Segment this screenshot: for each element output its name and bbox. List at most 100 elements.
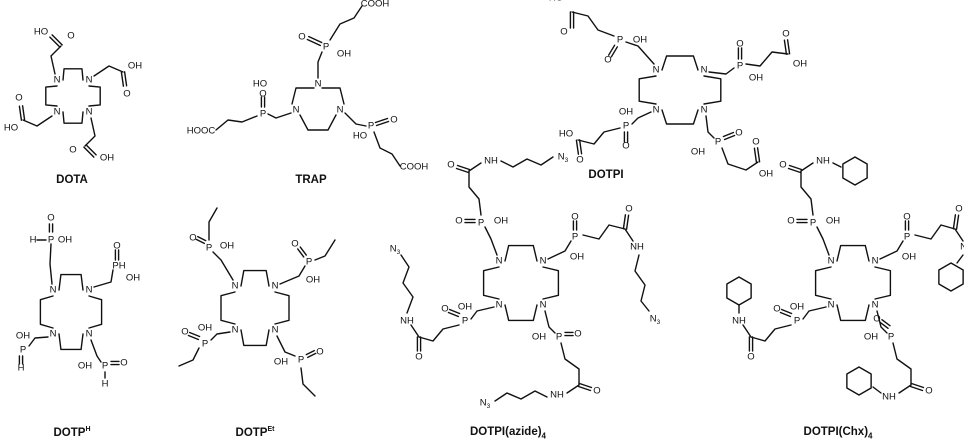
double-bond	[779, 311, 792, 318]
phosphorus-atom: P	[48, 235, 54, 246]
double-bond	[297, 248, 305, 258]
atom-label: O	[113, 241, 120, 252]
atom-label: O	[455, 216, 462, 227]
atom-label: OH	[274, 357, 288, 368]
structure-dotpi-chx: NNNNPOHOONHPOOHONHPOHOONHPOHOONH	[726, 156, 964, 403]
ring-bond	[661, 109, 699, 125]
bond	[892, 342, 912, 386]
phosphorus-atom: P	[623, 121, 629, 132]
double-bond	[456, 164, 471, 171]
bond	[625, 41, 655, 65]
nitrogen-atom: N	[86, 285, 93, 296]
atom-label: O	[571, 212, 578, 223]
bond	[314, 239, 336, 261]
bond	[22, 115, 53, 127]
bond	[279, 265, 306, 285]
atom-label: O	[67, 31, 74, 42]
bond	[418, 324, 460, 342]
atom-label: OH	[494, 216, 508, 227]
bond	[178, 347, 200, 367]
phosphorus-atom: P	[206, 243, 212, 254]
phosphorus-atom: P	[572, 232, 578, 243]
atom-label: OH	[619, 107, 633, 118]
atom-label: O	[735, 128, 742, 139]
bond	[468, 162, 482, 172]
atom-label: O	[123, 89, 130, 100]
atom-label: O	[576, 155, 583, 166]
bond	[634, 254, 650, 312]
ring-bond	[39, 295, 54, 329]
double-bond	[910, 382, 925, 389]
bond	[317, 51, 323, 79]
nitrogen-atom: N	[293, 105, 300, 116]
nitrogen-atom: N	[496, 300, 503, 311]
caption-dota: DOTA	[56, 174, 88, 186]
caption-dotpi-chx: DOTPI(Chx)4	[803, 426, 873, 439]
double-bond	[607, 44, 616, 56]
bond	[373, 131, 401, 167]
atom-label: NH	[732, 316, 746, 327]
atom-label: OH	[691, 147, 705, 158]
atom-label: NH	[816, 156, 830, 167]
atom-label: O	[873, 314, 880, 325]
atom-label: COOH	[361, 0, 390, 10]
bond	[914, 224, 956, 240]
atom-label: O	[782, 29, 789, 40]
atom-label: NH	[550, 390, 564, 401]
ring-bond	[240, 269, 270, 287]
atom-label: OH	[126, 273, 140, 284]
bond	[93, 65, 124, 77]
bond	[624, 228, 634, 242]
atom-label: OH	[532, 332, 546, 343]
double-bond	[120, 71, 125, 87]
bond	[470, 306, 495, 320]
atom-label: O	[291, 239, 298, 250]
atom-label: O	[189, 233, 196, 244]
atom-label: COOH	[400, 162, 429, 173]
nitrogen-atom: N	[653, 65, 660, 76]
atom-label: NH	[484, 156, 498, 167]
bond	[50, 45, 62, 75]
bond	[631, 111, 652, 125]
azide-group: N3	[480, 398, 491, 410]
ring-bond	[62, 111, 84, 124]
atom-label: O	[773, 304, 780, 315]
ring-bond	[661, 55, 699, 71]
phosphorus-atom: PH	[112, 261, 125, 272]
nitrogen-atom: N	[337, 105, 344, 116]
ring-bond	[274, 291, 290, 325]
atom-label: OH	[198, 323, 212, 334]
double-bond	[83, 146, 95, 158]
double-bond	[622, 214, 627, 230]
double-bond	[788, 164, 803, 171]
atom-label: NH	[630, 242, 644, 253]
atom-label: OH	[790, 302, 804, 313]
bond	[560, 342, 580, 386]
nitrogen-atom: N	[86, 329, 93, 340]
bond	[571, 11, 615, 37]
atom-label: OH	[58, 235, 72, 246]
bond	[500, 156, 554, 168]
phosphorus-atom: P	[904, 232, 910, 243]
atom-label: H	[30, 235, 37, 246]
bond	[742, 324, 752, 338]
nitrogen-atom: N	[50, 329, 57, 340]
double-bond	[625, 214, 630, 230]
bond	[468, 170, 482, 216]
ring-bond	[542, 266, 560, 300]
double-bond	[455, 167, 470, 174]
nitrogen-atom: N	[828, 300, 835, 311]
nitrogen-atom: N	[701, 65, 708, 76]
bond	[93, 269, 114, 288]
double-bond	[51, 34, 63, 46]
atom-label: OH	[864, 332, 878, 343]
double-bond	[448, 308, 461, 315]
bond	[879, 240, 904, 260]
azide-group: N3	[650, 314, 661, 326]
atom-label: O	[622, 141, 629, 152]
atom-label: OH	[306, 275, 320, 286]
